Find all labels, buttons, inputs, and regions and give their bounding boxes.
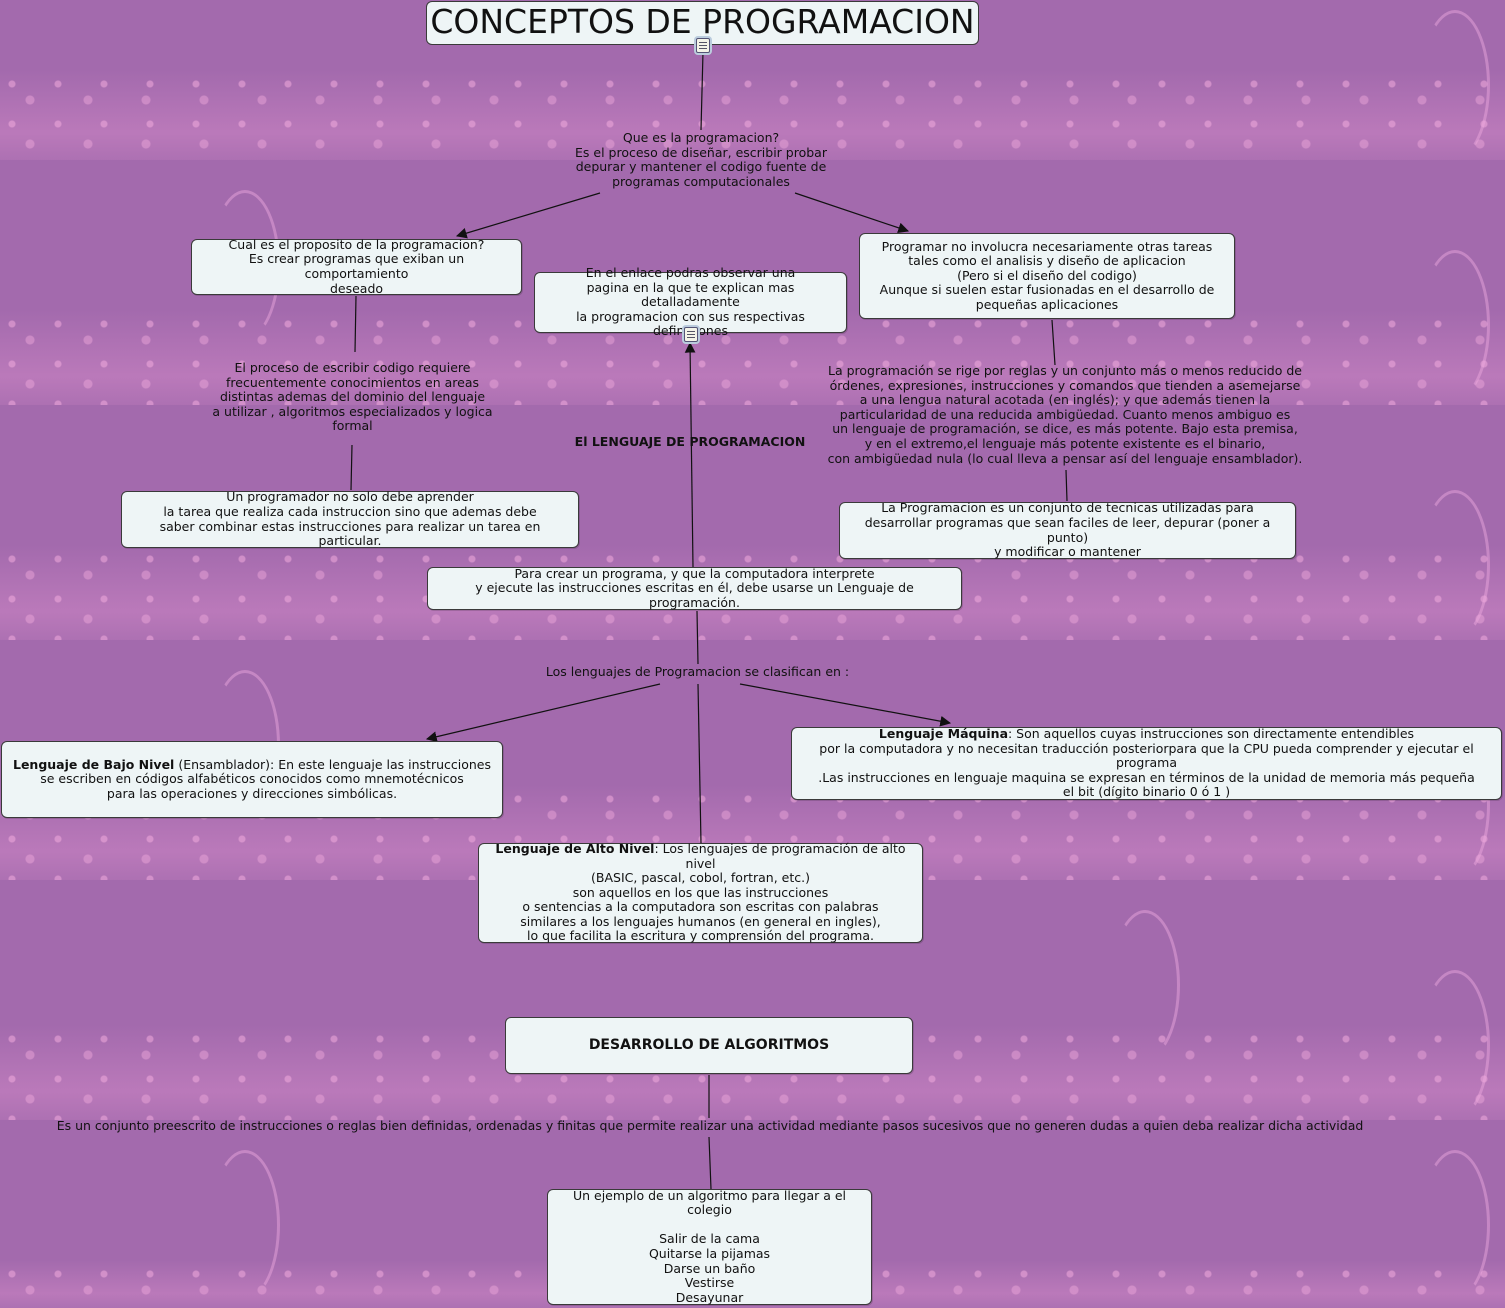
link-que-es-proposito (455, 192, 601, 239)
maquina-description: : Son aquellos cuyas instrucciones son d… (818, 726, 1475, 800)
background-swirl (1420, 970, 1490, 1120)
link-crear-enlace (684, 341, 696, 568)
alto-nivel-node[interactable]: Lenguaje de Alto Nivel: Los lenguajes de… (478, 840, 923, 944)
crear-programa-node[interactable]: Para crear un programa, y que la computa… (427, 566, 962, 610)
link-reglas-tecnicas (1065, 469, 1068, 502)
link-crear-clasifican (696, 610, 699, 665)
background-swirl (1420, 490, 1490, 640)
enlace-node[interactable]: En el enlace podras observar una pagina … (534, 265, 847, 338)
document-icon[interactable] (696, 38, 710, 53)
alto-nivel-text: Lenguaje de Alto Nivel: Los lenguajes de… (485, 840, 916, 944)
background-swirl (210, 1150, 280, 1300)
link-title-que-es (700, 51, 704, 131)
proposito-node[interactable]: Cual es el proposito de la programacion?… (191, 237, 522, 295)
document-icon[interactable] (684, 327, 698, 342)
bajo-nivel-text: Lenguaje de Bajo Nivel (Ensamblador): En… (12, 756, 491, 802)
background-band (0, 70, 1505, 160)
background-swirl (1420, 10, 1490, 160)
reglas-label: La programación se rige por reglas y un … (827, 363, 1303, 466)
bajo-nivel-description: (Ensamblador): En este lenguaje las inst… (40, 756, 491, 801)
background-swirl (1420, 1150, 1490, 1300)
ejemplo-node[interactable]: Un ejemplo de un algoritmo para llegar a… (547, 1188, 872, 1305)
link-que-es-no-involucra (794, 192, 910, 234)
proceso-label: El proceso de escribir codigo requiere f… (212, 360, 493, 434)
link-clasifican-maquina (739, 683, 952, 727)
alto-nivel-description: : Los lenguajes de programación de alto … (520, 840, 906, 944)
link-clasifican-alto (697, 683, 702, 844)
link-no-involucra-reglas (1051, 319, 1056, 366)
maquina-title: Lenguaje Máquina (878, 726, 1008, 742)
algoritmo-definicion-label: Es un conjunto preescrito de instruccion… (56, 1118, 1364, 1133)
clasifican-label: Los lenguajes de Programacion se clasifi… (545, 664, 850, 679)
algoritmos-node[interactable]: DESARROLLO DE ALGORITMOS (505, 1017, 913, 1074)
no-involucra-node[interactable]: Programar no involucra necesariamente ot… (859, 233, 1235, 319)
tecnicas-node[interactable]: La Programacion es un conjunto de tecnic… (839, 501, 1296, 559)
bajo-nivel-node[interactable]: Lenguaje de Bajo Nivel (Ensamblador): En… (1, 741, 503, 818)
lenguaje-programacion-label: El LENGUAJE DE PROGRAMACION (574, 434, 806, 449)
map-title: CONCEPTOS DE PROGRAMACION (426, 1, 979, 45)
alto-nivel-title: Lenguaje de Alto Nivel (495, 840, 655, 856)
programador-node[interactable]: Un programador no solo debe aprender la … (121, 490, 579, 548)
maquina-node[interactable]: Lenguaje Máquina: Son aquellos cuyas ins… (791, 726, 1502, 800)
link-proceso-programador (350, 444, 353, 491)
link-clasifican-bajo (425, 683, 661, 743)
link-proposito-proceso (354, 295, 357, 353)
maquina-text: Lenguaje Máquina: Son aquellos cuyas ins… (798, 726, 1495, 800)
background-swirl (1110, 910, 1180, 1060)
link-def-ejemplo (708, 1136, 712, 1190)
bajo-nivel-title: Lenguaje de Bajo Nivel (12, 756, 175, 772)
background-swirl (1420, 250, 1490, 400)
que-es-label: Que es la programacion? Es el proceso de… (575, 130, 827, 189)
